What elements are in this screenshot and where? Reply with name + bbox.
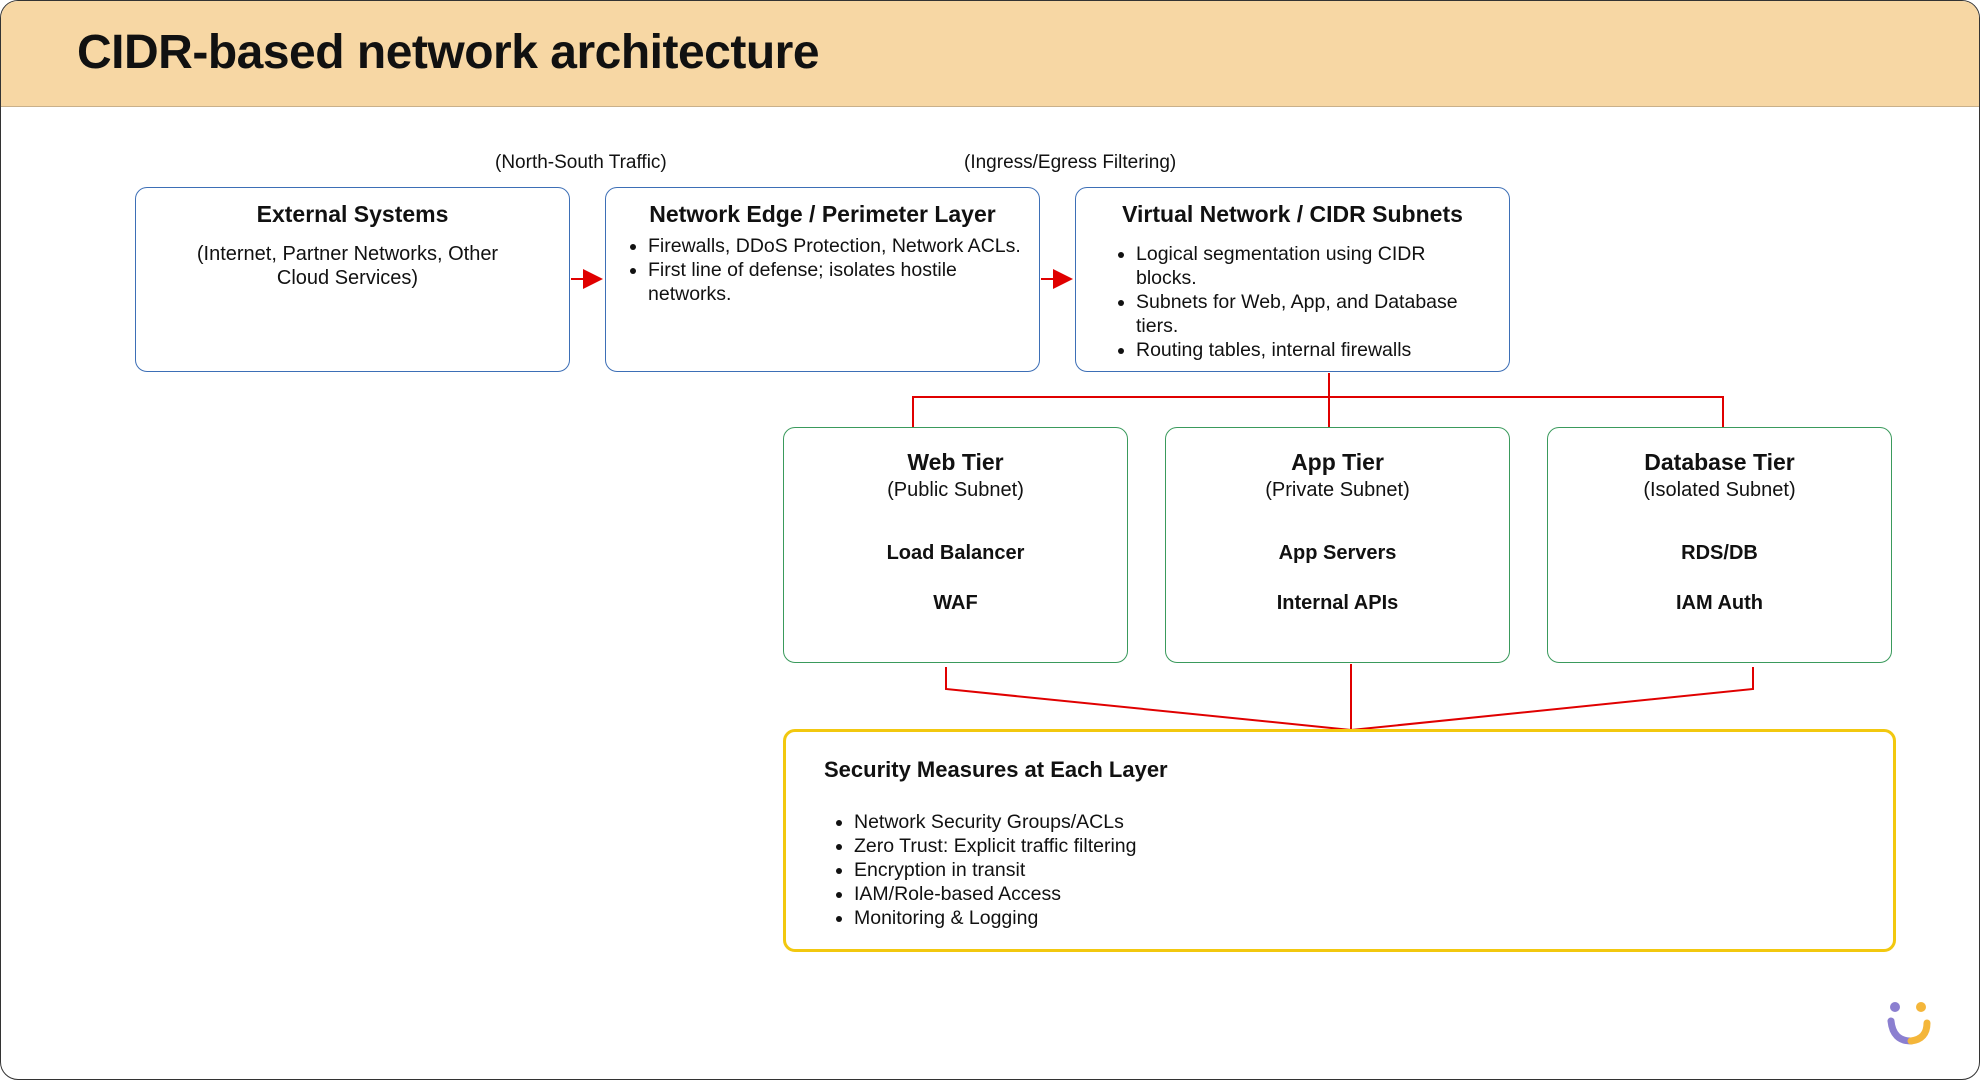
database-tier-item: IAM Auth xyxy=(1675,592,1763,614)
header-bar: CIDR-based network architecture xyxy=(1,1,1979,107)
web-tier-item: Load Balancer xyxy=(886,542,1025,564)
bullet-item: Network Security Groups/ACLs xyxy=(854,810,1136,834)
external-systems-subtitle: (Internet, Partner Networks, Other Cloud… xyxy=(196,243,499,289)
security-measures-bullets: Network Security Groups/ACLs Zero Trust:… xyxy=(830,810,1136,930)
north-south-note: (North-South Traffic) xyxy=(495,152,667,173)
bullet-item: IAM/Role-based Access xyxy=(854,882,1136,906)
connector-tier-bus xyxy=(912,396,1724,431)
bullet-item: Subnets for Web, App, and Database tiers… xyxy=(1136,290,1491,338)
page-title: CIDR-based network architecture xyxy=(77,26,820,79)
network-edge-bullets: Firewalls, DDoS Protection, Network ACLs… xyxy=(624,234,1021,306)
security-measures-title: Security Measures at Each Layer xyxy=(824,757,1168,782)
bullet-item: Logical segmentation using CIDR blocks. xyxy=(1136,242,1491,290)
app-tier-subtitle: (Private Subnet) xyxy=(1265,479,1410,501)
bullet-item: Encryption in transit xyxy=(854,858,1136,882)
brand-logo-icon xyxy=(1887,1002,1931,1045)
app-tier-title: App Tier xyxy=(1291,449,1384,475)
app-tier-box: App Tier (Private Subnet) App Servers In… xyxy=(1165,427,1510,663)
database-tier-title: Database Tier xyxy=(1644,449,1795,475)
app-tier-item: Internal APIs xyxy=(1276,592,1399,614)
ingress-egress-note: (Ingress/Egress Filtering) xyxy=(964,152,1177,173)
connector-web-to-security xyxy=(945,667,1352,731)
network-edge-box: Network Edge / Perimeter Layer Firewalls… xyxy=(605,187,1040,372)
app-tier-item: App Servers xyxy=(1278,542,1397,564)
bullet-item: First line of defense; isolates hostile … xyxy=(648,258,1021,306)
bullet-item: Zero Trust: Explicit traffic filtering xyxy=(854,834,1136,858)
bullet-item: Routing tables, internal firewalls xyxy=(1136,338,1491,362)
bullet-item: Firewalls, DDoS Protection, Network ACLs… xyxy=(648,234,1021,258)
database-tier-box: Database Tier (Isolated Subnet) RDS/DB I… xyxy=(1547,427,1892,663)
bullet-item: Monitoring & Logging xyxy=(854,906,1136,930)
database-tier-subtitle: (Isolated Subnet) xyxy=(1643,479,1796,501)
web-tier-item: WAF xyxy=(933,592,978,614)
connector-db-to-security xyxy=(1350,667,1754,731)
web-tier-subtitle: (Public Subnet) xyxy=(887,479,1024,501)
virtual-network-title: Virtual Network / CIDR Subnets xyxy=(1122,201,1463,227)
virtual-network-bullets: Logical segmentation using CIDR blocks. … xyxy=(1112,242,1491,362)
security-measures-box: Security Measures at Each Layer Network … xyxy=(783,729,1896,952)
network-edge-title: Network Edge / Perimeter Layer xyxy=(649,201,996,227)
virtual-network-box: Virtual Network / CIDR Subnets Logical s… xyxy=(1075,187,1510,372)
external-systems-box: External Systems (Internet, Partner Netw… xyxy=(135,187,570,372)
database-tier-item: RDS/DB xyxy=(1681,542,1758,564)
web-tier-box: Web Tier (Public Subnet) Load Balancer W… xyxy=(783,427,1128,663)
web-tier-title: Web Tier xyxy=(907,449,1004,475)
external-systems-title: External Systems xyxy=(256,201,449,227)
